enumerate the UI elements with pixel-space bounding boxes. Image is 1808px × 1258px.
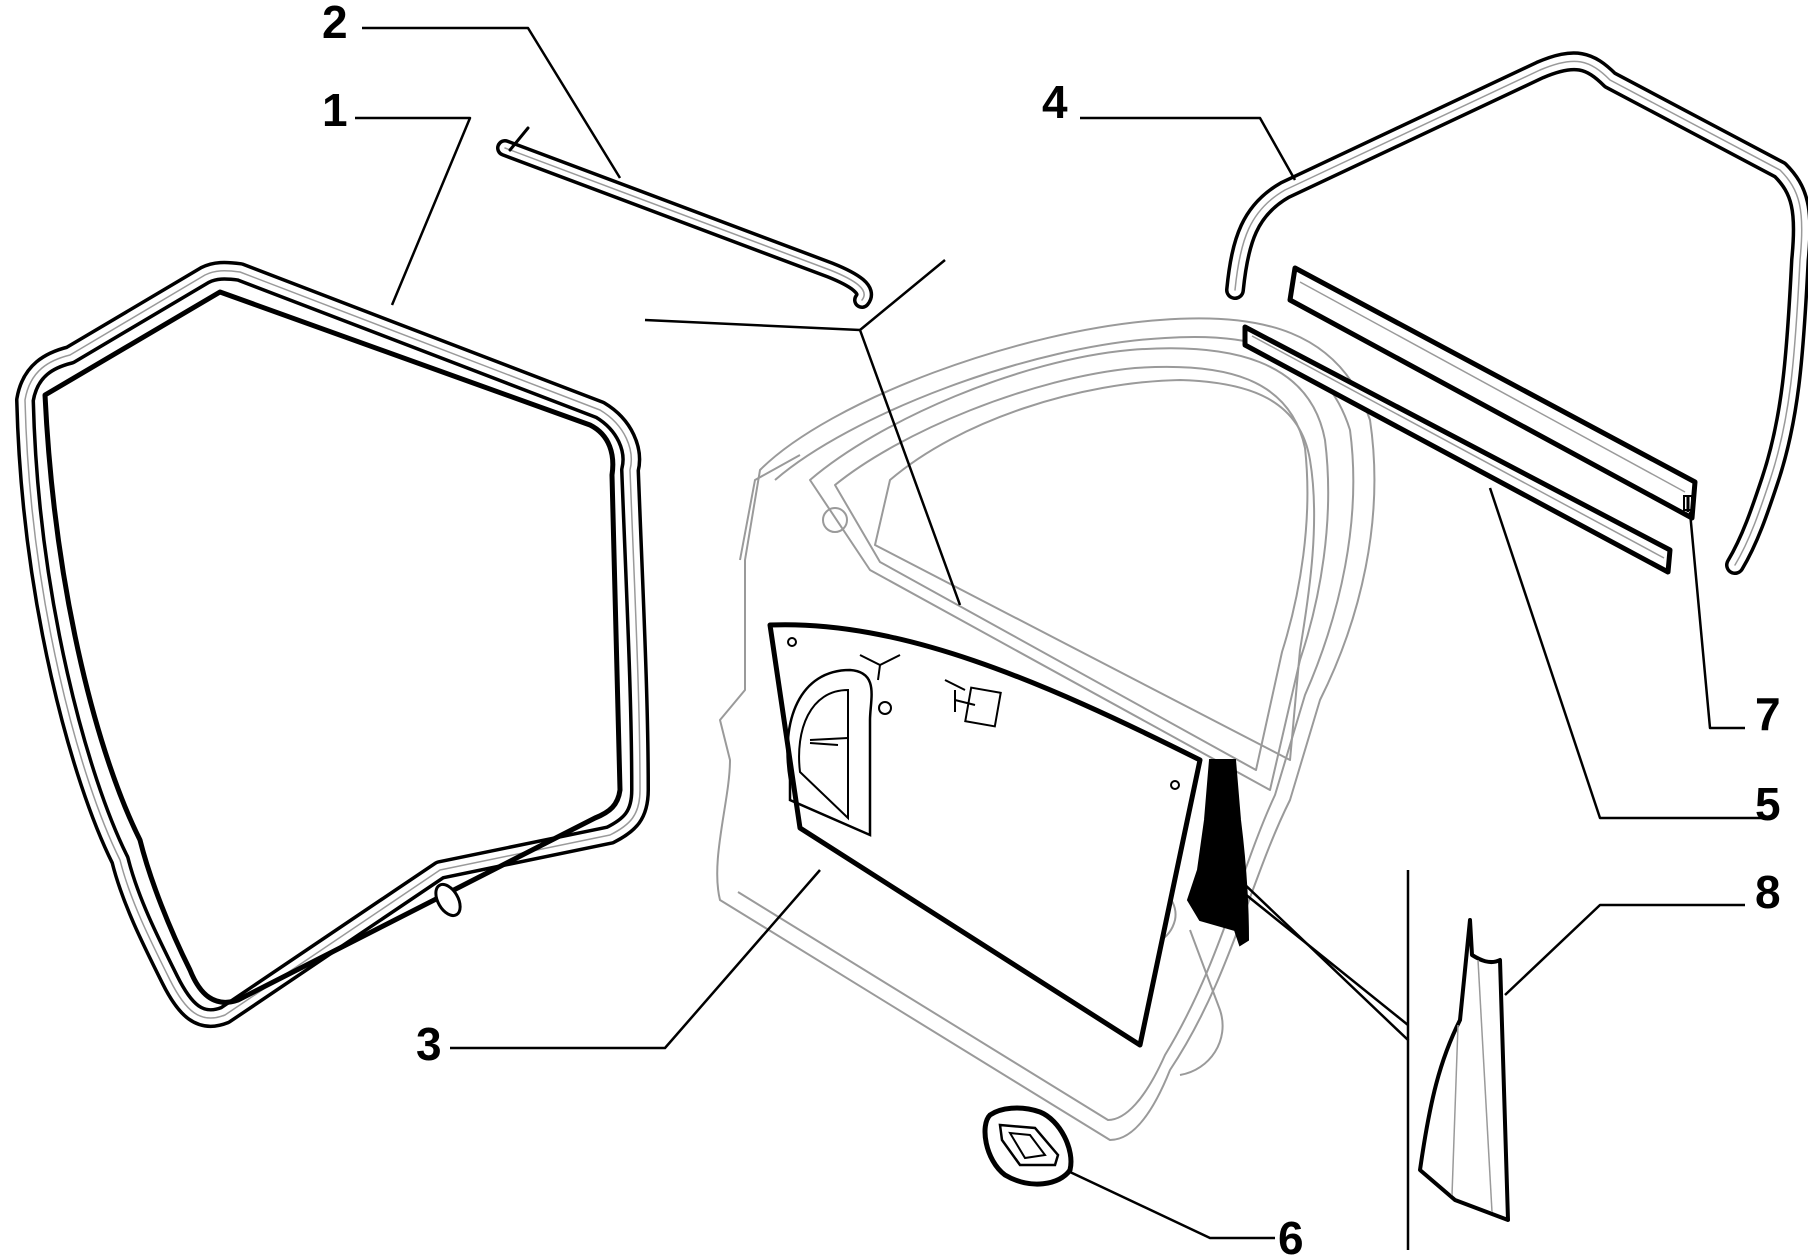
callout-7: 7 [1755,688,1781,740]
callout-3: 3 [416,1018,442,1070]
part-1-door-seal [15,260,650,1029]
callout-8: 8 [1755,866,1781,918]
part-8-pillar-trim [1418,918,1510,1222]
callout-5: 5 [1755,778,1781,830]
callout-labels: 1 2 3 4 5 6 7 8 [322,0,1781,1258]
callout-1: 1 [322,84,348,136]
leader-lines [355,26,1765,1250]
lock-bracket [1186,759,1250,947]
callout-4: 4 [1042,76,1068,128]
part-5-belt-strip-inner [1242,324,1673,575]
callout-6: 6 [1278,1212,1304,1258]
part-7-belt-strip-outer [1287,265,1698,521]
part-2-upper-strip [496,126,873,309]
callout-2: 2 [322,0,348,48]
part-3-door-panel [767,622,1203,1048]
part-6-grommet [982,1105,1074,1187]
part-4-window-seal [1225,51,1808,575]
